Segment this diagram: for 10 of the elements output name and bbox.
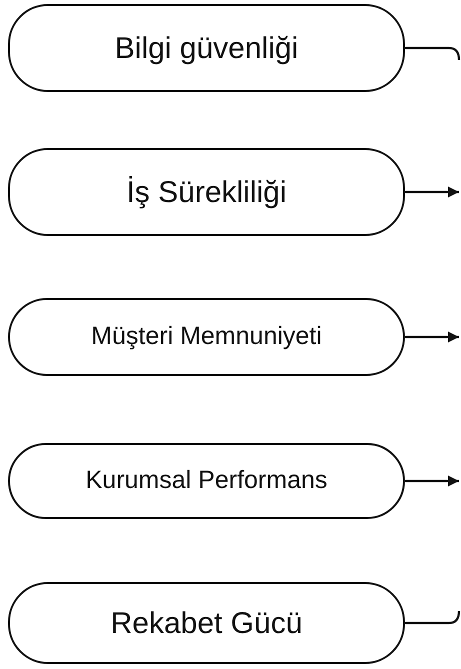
- box-label: Rekabet Gücü: [110, 606, 302, 642]
- box-label: Bilgi güvenliği: [114, 30, 298, 66]
- box-label: İş Sürekliliği: [126, 174, 287, 210]
- arrow: [405, 332, 459, 342]
- arrow: [405, 476, 459, 486]
- connector-line: [405, 610, 460, 624]
- box-label: Müşteri Memnuniyeti: [91, 321, 322, 352]
- box-label: Kurumsal Performans: [86, 465, 328, 496]
- connector-line: [405, 46, 460, 60]
- arrow: [405, 186, 459, 198]
